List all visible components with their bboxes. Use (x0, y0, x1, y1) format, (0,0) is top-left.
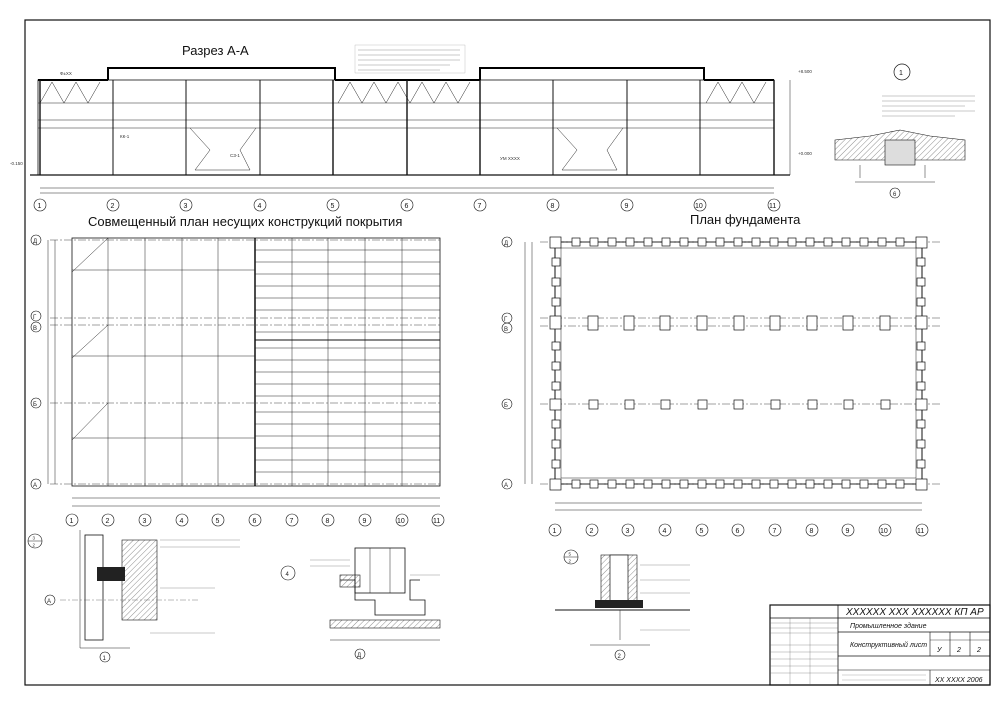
svg-text:1: 1 (553, 528, 557, 535)
roof-plan-title: Совмещенный план несущих конструкций пок… (88, 214, 402, 229)
axis-2: 2 (111, 203, 115, 210)
axis-3: 3 (184, 203, 188, 210)
svg-text:5: 5 (569, 552, 572, 557)
svg-text:9: 9 (363, 518, 367, 525)
svg-text:11: 11 (433, 518, 440, 525)
svg-text:10: 10 (880, 528, 888, 535)
axis-5: 5 (331, 203, 335, 210)
axis-6: 6 (405, 203, 409, 210)
title-block: XXXXXX XXX XXXXXX КП АР Промышленное зда… (769, 604, 991, 686)
svg-text:5: 5 (700, 528, 704, 535)
detail-3: 3 2 А 1 (27, 530, 240, 663)
svg-text:Б: Б (33, 402, 37, 408)
sheet-frame (24, 19, 991, 686)
svg-text:А: А (504, 483, 508, 489)
svg-text:3: 3 (33, 536, 36, 541)
svg-text:6: 6 (736, 528, 740, 535)
svg-text:7: 7 (773, 528, 777, 535)
svg-text:4: 4 (286, 572, 290, 578)
axis-8: 8 (551, 203, 555, 210)
axis-1: 1 (38, 203, 42, 210)
svg-text:В: В (504, 327, 508, 333)
detail-1: 1 6 (834, 63, 975, 199)
section-title: Разрез А-А (182, 43, 249, 58)
svg-text:1: 1 (899, 70, 903, 77)
svg-text:2: 2 (33, 543, 36, 548)
svg-text:7: 7 (290, 518, 294, 525)
svg-text:11: 11 (917, 528, 924, 535)
svg-text:1: 1 (103, 656, 107, 662)
foundation-row-bubbles: Д Г В Б А (501, 236, 513, 490)
axis-4: 4 (258, 203, 262, 210)
svg-text:СЗ-1: СЗ-1 (230, 153, 240, 158)
svg-text:2: 2 (590, 528, 594, 535)
roof-plan-row-bubbles: Д Г В Б А (30, 234, 42, 490)
svg-text:9: 9 (846, 528, 850, 535)
stamp-sheet: 2 (956, 647, 961, 654)
section-axis-bubbles: 1 2 3 4 5 6 7 8 9 10 11 (33, 198, 781, 212)
svg-text:1: 1 (70, 518, 74, 525)
svg-text:А: А (47, 599, 51, 605)
stamp-org: XX XXXX 2006 (934, 677, 983, 684)
detail-5: 5 2 2 (555, 549, 690, 661)
svg-text:5: 5 (216, 518, 220, 525)
svg-text:Г: Г (504, 317, 508, 323)
svg-text:Б: Б (504, 403, 508, 409)
axis-7: 7 (478, 203, 482, 210)
svg-text:6: 6 (253, 518, 257, 525)
axis-9: 9 (625, 203, 629, 210)
stamp-code: XXXXXX XXX XXXXXX КП АР (845, 607, 984, 618)
svg-text:+0.000: +0.000 (798, 151, 812, 156)
svg-text:+8.500: +8.500 (798, 69, 812, 74)
svg-text:2: 2 (569, 559, 572, 564)
svg-text:3: 3 (626, 528, 630, 535)
stamp-sheets: 2 (976, 647, 981, 654)
svg-text:4: 4 (180, 518, 184, 525)
foundation-column-bubbles: 1 2 3 4 5 6 7 8 9 10 11 (548, 523, 929, 537)
svg-text:10: 10 (397, 518, 405, 525)
svg-text:2: 2 (618, 654, 622, 660)
svg-text:КК-1: КК-1 (120, 134, 130, 139)
svg-text:3: 3 (143, 518, 147, 525)
foundation-plan: План фундамента (524, 212, 940, 511)
svg-text:Д: Д (33, 239, 37, 245)
svg-text:8: 8 (326, 518, 330, 525)
svg-text:Ф±ХХ: Ф±ХХ (60, 71, 72, 76)
roof-plan: Совмещенный план несущих конструкций пок… (47, 214, 441, 507)
svg-text:Г: Г (33, 315, 37, 321)
axis-11: 11 (769, 203, 776, 210)
stamp-sheet-title: Конструктивный лист (850, 641, 927, 649)
svg-text:Д: Д (357, 653, 361, 659)
detail-4: 4 Д (280, 547, 441, 660)
roof-plan-column-bubbles: 1 2 3 4 5 6 7 8 9 10 11 (65, 513, 445, 527)
section-a-a: Разрез А-А Ф±ХХ КК-1 (10, 43, 812, 194)
foundation-plan-title: План фундамента (690, 212, 801, 227)
stamp-stage: У (936, 647, 943, 654)
svg-text:А: А (33, 483, 37, 489)
svg-text:Д: Д (504, 241, 508, 247)
svg-text:6: 6 (893, 192, 897, 198)
svg-text:-0.150: -0.150 (10, 161, 23, 166)
stamp-building: Промышленное здание (850, 622, 927, 630)
axis-10: 10 (695, 203, 703, 210)
svg-text:8: 8 (810, 528, 814, 535)
svg-text:4: 4 (663, 528, 667, 535)
svg-text:В: В (33, 326, 37, 332)
svg-text:2: 2 (106, 518, 110, 525)
svg-text:УМ ХХХХ: УМ ХХХХ (500, 156, 520, 161)
